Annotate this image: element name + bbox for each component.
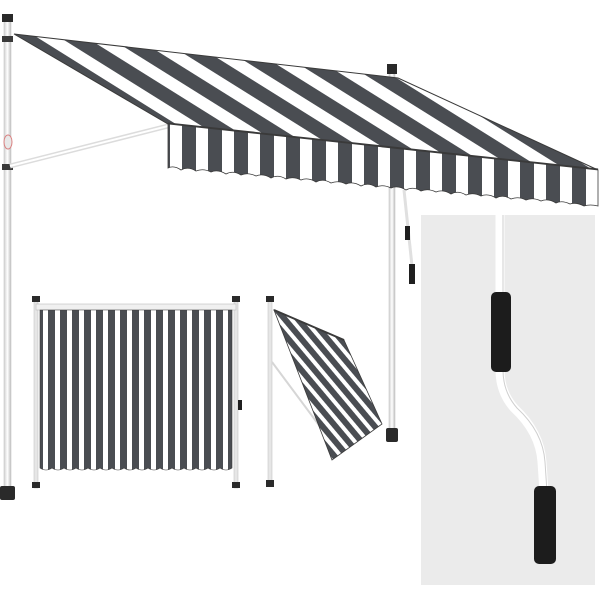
right-pole-foot [386,428,398,442]
crank-handle-upper-grip [491,292,511,372]
crank-handle-lower-grip [534,486,556,564]
left-support-pole [3,17,12,497]
crank-handle-shaft [495,210,549,497]
left-pole-lower-clamp [2,164,13,170]
left-pole-clamp [2,36,13,42]
front-view-lowered [32,296,242,489]
crank-rod-grip-lower [409,264,415,284]
left-pole-top-cap [2,14,13,22]
front-top-cassette [35,303,237,311]
left-pole-foot [0,486,15,500]
main-awning-extended-view [0,14,599,500]
front-right-pole [233,297,239,489]
right-pole-top-cap [387,64,397,74]
side-pole [267,297,273,487]
crank-rod-grip-upper [405,226,410,240]
crank-handle-detail-inset [421,210,595,585]
scalloped-valance [167,123,599,207]
front-striped-fabric [39,309,233,471]
side-view-angled [266,296,383,487]
front-left-pole [33,297,39,489]
left-pole-label-badge [3,134,13,150]
